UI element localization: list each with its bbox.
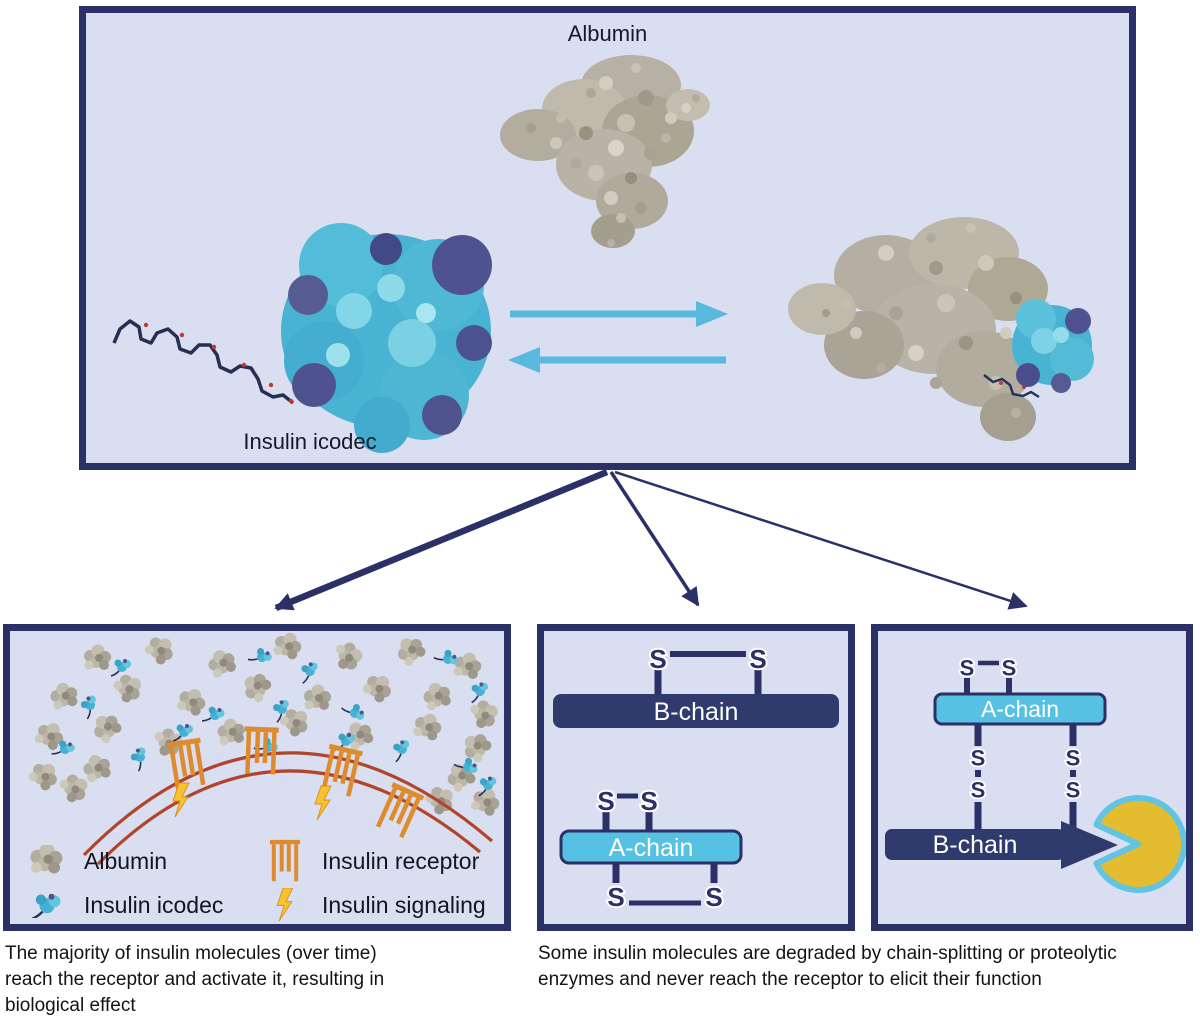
signaling-bolts bbox=[172, 782, 332, 821]
s-label: S bbox=[749, 644, 766, 674]
caption-line: enzymes and never reach the receptor to … bbox=[538, 969, 1042, 990]
caption-line: The majority of insulin molecules (over … bbox=[5, 943, 377, 964]
linker-chain bbox=[983, 374, 1040, 399]
b-chain-arrow: B-chain bbox=[885, 821, 1118, 869]
legend-label: Albumin bbox=[84, 847, 168, 874]
insulin-icodec-icon bbox=[24, 892, 70, 918]
broken-disulfide-right: S S bbox=[1064, 724, 1082, 829]
arrow-to-proteolysis-panel bbox=[614, 470, 1028, 610]
receptor-scene bbox=[26, 631, 504, 866]
insulin-icodec-molecule bbox=[112, 223, 492, 453]
b-chain-arrow-head bbox=[1061, 821, 1118, 869]
b-chain-label: B-chain bbox=[654, 698, 739, 726]
legend-label: Insulin icodec bbox=[84, 891, 224, 918]
s-label: S bbox=[1002, 656, 1017, 681]
left-arrow-head bbox=[508, 347, 540, 373]
legend-item-insulin-icodec: Insulin icodec bbox=[24, 883, 262, 927]
legend-item-insulin-signaling: Insulin signaling bbox=[262, 883, 486, 927]
legend-label: Insulin receptor bbox=[322, 847, 480, 874]
insulin-signaling-icon bbox=[262, 888, 308, 922]
s-label: S bbox=[607, 882, 624, 912]
s-label: S bbox=[597, 786, 614, 816]
caption-line: Some insulin molecules are degraded by c… bbox=[538, 943, 1117, 964]
s-label: S bbox=[960, 656, 975, 681]
chain-split-panel: S S B-chain S S A-chain S S bbox=[537, 624, 855, 931]
a-chain-bar bbox=[559, 829, 743, 865]
legend-item-insulin-receptor: Insulin receptor bbox=[262, 839, 486, 883]
insulin-receptor-icon bbox=[262, 839, 308, 883]
caption-line: biological effect bbox=[5, 995, 136, 1016]
b-chain-bar bbox=[885, 829, 1065, 860]
a-chain-label: A-chain bbox=[609, 834, 694, 862]
receptor-caption: The majority of insulin molecules (over … bbox=[5, 941, 475, 1019]
equilibrium-illustration bbox=[112, 55, 1094, 453]
insulin-icodec-label: Insulin icodec bbox=[243, 429, 377, 454]
broken-disulfide-left: S S bbox=[969, 724, 987, 829]
svg-text:S: S bbox=[1066, 746, 1081, 771]
fatty-acid-chain bbox=[112, 319, 295, 405]
a-chain-label: A-chain bbox=[981, 696, 1059, 722]
s-label: S bbox=[640, 786, 657, 816]
s-label: S bbox=[705, 882, 722, 912]
arrow-to-chain-split-panel bbox=[609, 471, 700, 607]
legend-label: Insulin signaling bbox=[322, 891, 486, 918]
legend: Albumin Insulin icodec Insulin receptor … bbox=[24, 839, 486, 927]
insulin-receptors bbox=[166, 723, 425, 839]
legend-item-albumin: Albumin bbox=[24, 839, 262, 883]
receptor-activation-panel: Albumin Insulin icodec Insulin receptor … bbox=[3, 624, 511, 931]
caption-line: reach the receptor and activate it, resu… bbox=[5, 969, 385, 990]
albumin-label: Albumin bbox=[567, 21, 648, 46]
albumin-binding-panel: Albumin Insulin icodec bbox=[79, 6, 1136, 470]
cell-membrane bbox=[82, 751, 494, 866]
right-arrow-head bbox=[696, 301, 728, 327]
svg-text:S: S bbox=[971, 778, 986, 803]
s-label: S bbox=[649, 644, 666, 674]
svg-text:S: S bbox=[971, 746, 986, 771]
albumin-molecule bbox=[500, 55, 710, 248]
branch-arrows bbox=[274, 470, 1028, 612]
albumin-icodec-complex bbox=[788, 217, 1094, 441]
proteolysis-panel: S S A-chain S S S S bbox=[871, 624, 1193, 931]
arrow-to-receptor-panel bbox=[274, 470, 609, 612]
proteolytic-enzyme bbox=[1093, 795, 1186, 893]
proteolysis-diagram: S S A-chain S S S S bbox=[885, 654, 1186, 893]
b-chain-bar bbox=[553, 694, 839, 728]
equilibrium-arrows bbox=[508, 301, 728, 373]
svg-text:S: S bbox=[1066, 778, 1081, 803]
degradation-caption: Some insulin molecules are degraded by c… bbox=[538, 941, 1188, 993]
chain-split-diagram: S S B-chain S S A-chain S S bbox=[553, 642, 839, 914]
albumin-icon bbox=[24, 845, 70, 877]
a-chain-bar bbox=[933, 692, 1107, 726]
b-chain-label: B-chain bbox=[933, 831, 1018, 859]
